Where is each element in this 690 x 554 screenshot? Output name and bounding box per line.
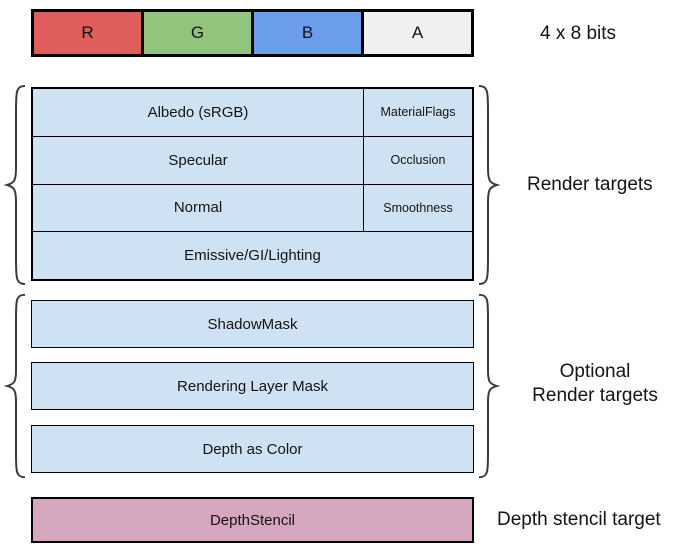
table-row: Emissive/GI/Lighting <box>33 232 472 279</box>
channel-cell-a: A <box>361 12 471 54</box>
optional-target-rendering-layer-mask: Rendering Layer Mask <box>31 362 474 410</box>
render-target-albedo: Albedo (sRGB) <box>147 103 249 121</box>
right-curly-brace-icon <box>478 85 501 285</box>
render-target-smoothness: Smoothness <box>363 184 472 232</box>
bit-depth-caption: 4 x 8 bits <box>540 23 617 44</box>
left-curly-brace-icon <box>3 85 26 285</box>
channel-cell-b: B <box>251 12 361 54</box>
channel-cell-g: G <box>141 12 251 54</box>
table-row: Normal Smoothness <box>33 184 472 233</box>
channel-cell-r: R <box>34 12 141 54</box>
left-curly-brace-icon <box>3 293 26 479</box>
optional-render-targets-label: Optional Render targets <box>500 360 690 408</box>
right-curly-brace-icon <box>478 293 501 479</box>
render-target-emissive: Emissive/GI/Lighting <box>184 247 321 265</box>
render-targets-table: Albedo (sRGB) MaterialFlags Specular Occ… <box>31 87 474 281</box>
render-targets-label: Render targets <box>527 174 653 195</box>
optional-label-line2: Render targets <box>532 385 658 406</box>
optional-target-depth-as-color: Depth as Color <box>31 425 474 473</box>
render-target-normal: Normal <box>173 199 223 217</box>
table-row: Specular Occlusion <box>33 136 472 185</box>
optional-label-line1: Optional <box>559 361 631 382</box>
optional-target-shadowmask: ShadowMask <box>31 300 474 348</box>
render-target-materialflags: MaterialFlags <box>363 89 472 136</box>
depth-stencil-box: DepthStencil <box>31 497 474 543</box>
render-target-specular: Specular <box>168 151 228 169</box>
table-row: Albedo (sRGB) MaterialFlags <box>33 89 472 137</box>
depth-stencil-target-label: Depth stencil target <box>497 509 661 530</box>
rgba-channel-bar: R G B A <box>31 9 474 57</box>
render-target-occlusion: Occlusion <box>363 136 472 184</box>
